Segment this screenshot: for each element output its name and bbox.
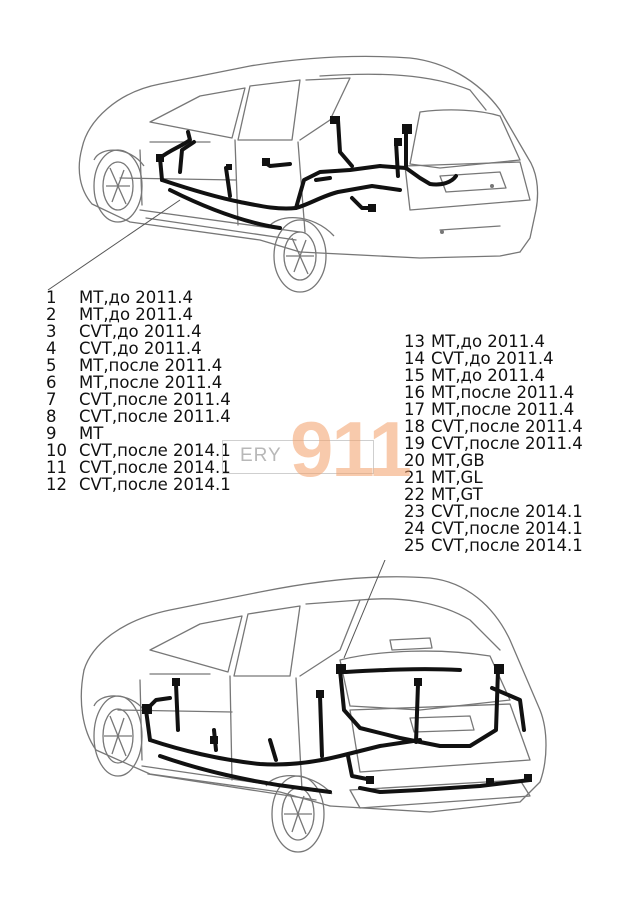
variant-item: 3 CVT,до 2011.4 <box>46 323 231 340</box>
variant-number: 11 <box>46 458 67 477</box>
variant-number: 23 <box>404 502 425 521</box>
variant-label: МТ,до 2011.4 <box>431 366 546 385</box>
variant-number: 25 <box>404 536 425 555</box>
variant-item: 23 CVT,после 2014.1 <box>404 503 583 520</box>
watermark: ERY 911 <box>218 405 418 493</box>
variant-item: 2 МТ,до 2011.4 <box>46 306 231 323</box>
variant-item: 13 МТ,до 2011.4 <box>404 333 583 350</box>
variant-item: 8 CVT,после 2011.4 <box>46 408 231 425</box>
sedan-harness-connectors <box>156 116 412 212</box>
variant-number: 20 <box>404 451 425 470</box>
variant-number: 2 <box>46 305 57 324</box>
variant-item: 12 CVT,после 2014.1 <box>46 476 231 493</box>
sedan-wiring-harness <box>158 118 458 230</box>
variant-item: 4 CVT,до 2011.4 <box>46 340 231 357</box>
hatchback-harness-connectors <box>142 664 532 786</box>
variant-number: 4 <box>46 339 57 358</box>
variant-item: 22 МТ,GT <box>404 486 583 503</box>
variant-item: 7 CVT,после 2011.4 <box>46 391 231 408</box>
variant-item: 18 CVT,после 2011.4 <box>404 418 583 435</box>
variant-number: 19 <box>404 434 425 453</box>
variant-label: CVT,после 2011.4 <box>79 390 231 409</box>
variant-item: 1 МТ,до 2011.4 <box>46 289 231 306</box>
variant-number: 9 <box>46 424 57 443</box>
variant-number: 22 <box>404 485 425 504</box>
variant-number: 12 <box>46 475 67 494</box>
variant-item: 17 МТ,после 2011.4 <box>404 401 583 418</box>
variant-label: МТ,до 2011.4 <box>431 332 546 351</box>
hatchback-body-outline <box>80 576 547 813</box>
variant-number: 5 <box>46 356 57 375</box>
leader-line-top <box>47 199 181 291</box>
variant-label: CVT,после 2014.1 <box>431 519 583 538</box>
variant-item: 5 МТ,после 2011.4 <box>46 357 231 374</box>
variant-label: CVT,после 2014.1 <box>79 441 231 460</box>
variant-label: CVT,после 2014.1 <box>79 458 231 477</box>
variant-number: 10 <box>46 441 67 460</box>
variant-label: CVT,после 2014.1 <box>431 536 583 555</box>
sedan-wheels <box>93 149 335 293</box>
variant-label: МТ,GB <box>431 451 485 470</box>
variant-item: 16 МТ,после 2011.4 <box>404 384 583 401</box>
variant-number: 8 <box>46 407 57 426</box>
variant-item: 11 CVT,после 2014.1 <box>46 459 231 476</box>
watermark-number: 911 <box>290 405 412 493</box>
variant-number: 16 <box>404 383 425 402</box>
variant-number: 13 <box>404 332 425 351</box>
variant-number: 17 <box>404 400 425 419</box>
watermark-text: ERY <box>240 445 282 466</box>
variant-number: 21 <box>404 468 425 487</box>
variant-number: 1 <box>46 288 57 307</box>
variant-item: 9 МТ <box>46 425 231 442</box>
variant-item: 10 CVT,после 2014.1 <box>46 442 231 459</box>
hatchback-harness-illustration <box>80 560 547 853</box>
variant-item: 25 CVT,после 2014.1 <box>404 537 583 554</box>
sedan-reflectors <box>440 184 494 234</box>
variant-label: МТ,после 2011.4 <box>79 356 223 375</box>
variant-item: 19 CVT,после 2011.4 <box>404 435 583 452</box>
variant-label: МТ,GL <box>431 468 483 487</box>
hatchback-wheels <box>93 695 333 853</box>
variant-label: CVT,после 2011.4 <box>431 434 583 453</box>
variant-label: МТ,GT <box>431 485 483 504</box>
variant-label: CVT,после 2014.1 <box>431 502 583 521</box>
variant-label: CVT,после 2011.4 <box>431 417 583 436</box>
variant-label: МТ,после 2011.4 <box>431 400 575 419</box>
variant-number: 7 <box>46 390 57 409</box>
variant-item: 21 МТ,GL <box>404 469 583 486</box>
variant-number: 3 <box>46 322 57 341</box>
variant-label: CVT,до 2011.4 <box>79 322 202 341</box>
variant-label: МТ,после 2011.4 <box>431 383 575 402</box>
variant-number: 15 <box>404 366 425 385</box>
variant-item: 20 МТ,GB <box>404 452 583 469</box>
sedan-body-outline <box>78 55 539 259</box>
variant-number: 14 <box>404 349 425 368</box>
variant-label: МТ,до 2011.4 <box>79 288 194 307</box>
watermark-frame <box>222 440 374 474</box>
variant-label: CVT,до 2011.4 <box>431 349 554 368</box>
sedan-harness-illustration <box>47 55 539 293</box>
variant-number: 24 <box>404 519 425 538</box>
variant-label: CVT,после 2014.1 <box>79 475 231 494</box>
leader-line-bottom <box>343 560 386 659</box>
variant-item: 14 CVT,до 2011.4 <box>404 350 583 367</box>
variant-label: CVT,до 2011.4 <box>79 339 202 358</box>
variant-label: МТ <box>79 424 104 443</box>
variant-item: 15 МТ,до 2011.4 <box>404 367 583 384</box>
variant-label: CVT,после 2011.4 <box>79 407 231 426</box>
variant-label: МТ,до 2011.4 <box>79 305 194 324</box>
variant-item: 24 CVT,после 2014.1 <box>404 520 583 537</box>
variant-number: 6 <box>46 373 57 392</box>
variant-number: 18 <box>404 417 425 436</box>
variant-label: МТ,после 2011.4 <box>79 373 223 392</box>
variant-item: 6 МТ,после 2011.4 <box>46 374 231 391</box>
